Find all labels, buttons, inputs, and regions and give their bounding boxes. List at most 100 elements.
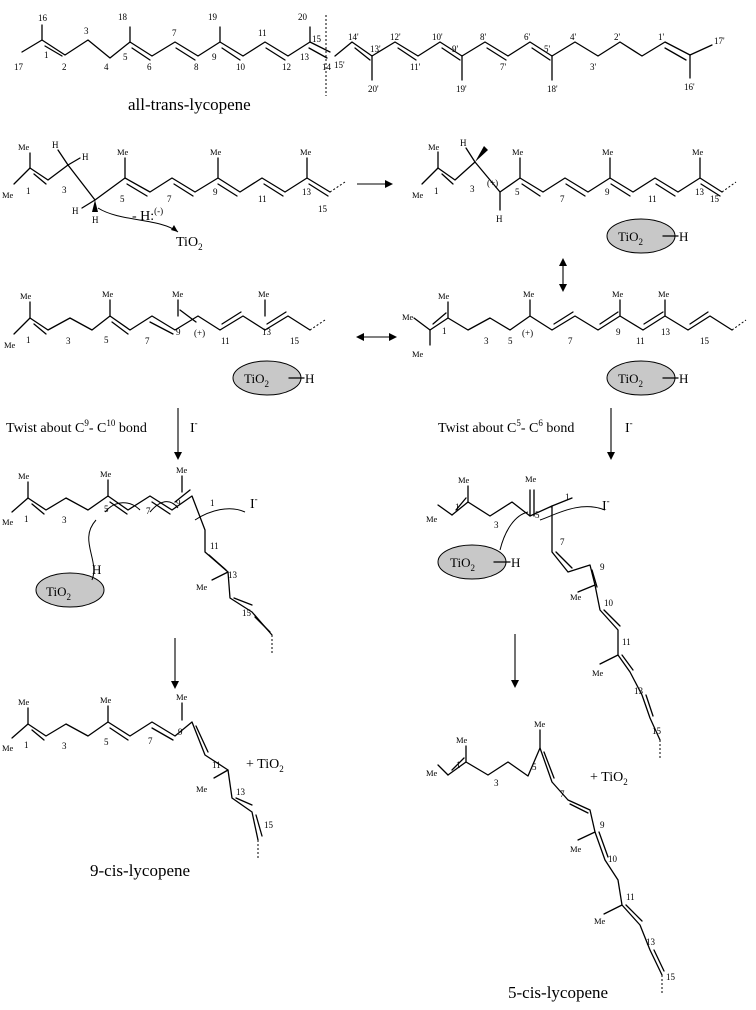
locant-17: 17 <box>14 62 24 72</box>
svg-text:TiO2: TiO2 <box>618 229 643 247</box>
svg-text:Me: Me <box>512 147 524 157</box>
svg-text:Me: Me <box>402 312 414 322</box>
row3-right-structure <box>437 485 661 760</box>
svg-text:11: 11 <box>648 194 657 204</box>
svg-text:7: 7 <box>568 336 573 346</box>
svg-text:H: H <box>679 371 688 386</box>
h-atom-2: H <box>82 152 89 162</box>
svg-text:Me: Me <box>100 469 112 479</box>
locant-20: 20 <box>298 12 308 22</box>
svg-text:1: 1 <box>26 335 31 345</box>
tio2-label: TiO2 <box>176 235 203 252</box>
svg-text:3: 3 <box>494 520 499 530</box>
svg-text:13: 13 <box>634 686 644 696</box>
svg-text:Me: Me <box>534 719 546 729</box>
locant-13: 13 <box>302 187 312 197</box>
svg-text:10: 10 <box>608 854 618 864</box>
tio2-particle <box>35 572 105 608</box>
svg-text:TiO2: TiO2 <box>618 371 643 389</box>
locant-4: 4 <box>104 62 109 72</box>
locant-1: 1 <box>44 50 49 60</box>
locant-7: 7 <box>167 194 172 204</box>
all-trans-lycopene-structure <box>21 15 713 96</box>
svg-text:Me: Me <box>458 475 470 485</box>
svg-text:11: 11 <box>622 637 631 647</box>
locant-1: 1 <box>26 186 31 196</box>
svg-text:Me: Me <box>570 844 582 854</box>
svg-text:15: 15 <box>710 194 720 204</box>
locant-2: 2 <box>62 62 67 72</box>
svg-text:1: 1 <box>434 186 439 196</box>
svg-text:Me: Me <box>18 471 30 481</box>
svg-text:15: 15 <box>264 820 274 830</box>
svg-text:15: 15 <box>290 336 300 346</box>
locant-15: 15 <box>318 204 328 214</box>
svg-text:Me: Me <box>4 340 16 350</box>
h-atom-1: H <box>52 140 59 150</box>
locant-10: 10 <box>236 62 246 72</box>
svg-text:3: 3 <box>470 184 475 194</box>
locant-18p: 18' <box>547 84 558 94</box>
h-atom-3: H <box>72 206 79 216</box>
svg-text:1: 1 <box>455 502 460 512</box>
five-cis-lycopene-structure <box>437 729 665 995</box>
row3-left-structure <box>11 475 273 655</box>
svg-text:Me: Me <box>570 592 582 602</box>
svg-text:5: 5 <box>535 510 540 520</box>
locant-9p: 9' <box>452 44 459 54</box>
locant-15: 15 <box>312 34 322 44</box>
iodide-left-label: I- <box>190 418 198 436</box>
svg-text:9: 9 <box>605 187 610 197</box>
svg-text:7: 7 <box>560 194 565 204</box>
row1-left-text: Me Me 1 3 H H H H Me 5 7 Me 9 11 Me 13 1… <box>2 140 328 252</box>
svg-text:H: H <box>511 555 520 570</box>
plus-tio2-left: + TiO2 <box>246 757 284 774</box>
locant-6p: 6' <box>524 32 531 42</box>
svg-text:15: 15 <box>652 726 662 736</box>
svg-text:Me: Me <box>258 289 270 299</box>
svg-text:TiO2: TiO2 <box>450 555 475 573</box>
svg-text:15: 15 <box>700 336 710 346</box>
svg-text:5: 5 <box>104 335 109 345</box>
svg-text:13: 13 <box>661 327 671 337</box>
row1-left-structure <box>13 149 346 212</box>
row2-right-structure <box>413 299 747 396</box>
svg-text:7: 7 <box>146 506 151 516</box>
svg-text:1: 1 <box>565 492 570 502</box>
svg-text:10: 10 <box>604 598 614 608</box>
me-bottom: Me <box>2 190 14 200</box>
locant-3p: 3' <box>590 62 597 72</box>
locant-5: 5 <box>123 52 128 62</box>
me-5: Me <box>117 147 129 157</box>
locant-3: 3 <box>84 26 89 36</box>
twist-c9-c10-caption: Twist about C9- C10 bond <box>6 418 147 436</box>
svg-text:3: 3 <box>484 336 489 346</box>
locant-14p: 14' <box>348 32 359 42</box>
svg-text:Me: Me <box>172 289 184 299</box>
svg-text:5: 5 <box>104 737 109 747</box>
locant-9: 9 <box>212 52 217 62</box>
svg-text:(+): (+) <box>522 328 533 338</box>
svg-text:Me: Me <box>2 517 14 527</box>
svg-text:9: 9 <box>600 820 605 830</box>
locant-5: 5 <box>120 194 125 204</box>
five-cis-lycopene-label: 5-cis-lycopene <box>508 983 608 1002</box>
svg-text:7: 7 <box>148 736 153 746</box>
svg-text:3: 3 <box>62 741 67 751</box>
svg-text:Me: Me <box>456 735 468 745</box>
locant-8: 8 <box>194 62 199 72</box>
iodide-right-label: I- <box>625 418 633 436</box>
svg-text:11: 11 <box>626 892 635 902</box>
plus-tio2-right: + TiO2 <box>590 770 628 787</box>
row2-left-structure <box>13 299 326 396</box>
svg-text:7: 7 <box>145 336 150 346</box>
svg-text:Me: Me <box>658 289 670 299</box>
svg-text:Me: Me <box>525 474 537 484</box>
svg-text:1: 1 <box>456 760 461 770</box>
locant-10p: 10' <box>432 32 443 42</box>
locant-2p: 2' <box>614 32 621 42</box>
svg-text:9: 9 <box>176 498 181 508</box>
svg-text:11: 11 <box>221 336 230 346</box>
svg-text:3: 3 <box>62 515 67 525</box>
hydride-label: - H:(-) <box>132 206 163 224</box>
